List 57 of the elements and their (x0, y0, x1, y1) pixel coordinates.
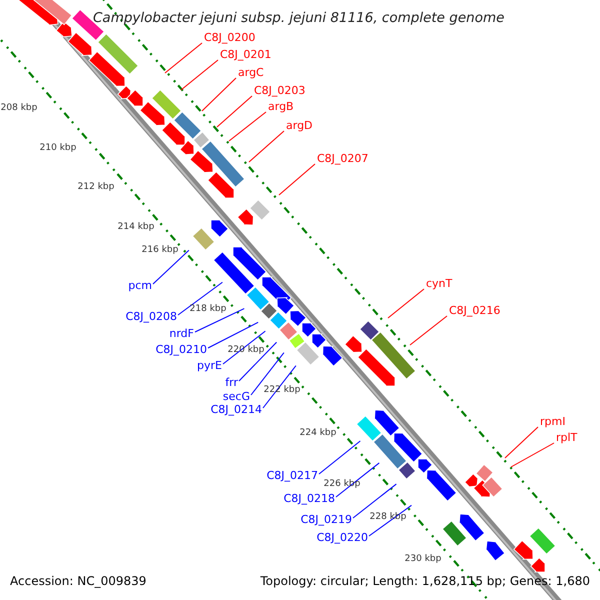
leader-line (216, 96, 252, 128)
gene-label: C8J_0210 (156, 342, 207, 358)
leader-line (388, 288, 424, 318)
leader-line (278, 164, 316, 196)
scale-label: 230 kbp (404, 553, 442, 565)
gene-label: argD (286, 118, 313, 134)
gene-label: C8J_0200 (204, 30, 256, 46)
gene-label: cynT (426, 276, 452, 292)
leader-line (164, 42, 202, 74)
diagram-title: Campylobacter jejuni subsp. jejuni 81116, complete genome (93, 9, 504, 27)
gene-label: rplT (556, 430, 578, 446)
gene-label: C8J_0207 (317, 151, 368, 167)
gene-label: C8J_0218 (284, 491, 335, 507)
gene-label: pcm (128, 278, 152, 294)
gene-label: C8J_0203 (254, 83, 306, 99)
leader-line (194, 308, 245, 332)
gene-label: pyrE (197, 358, 222, 374)
gene-label: C8J_0219 (300, 512, 352, 528)
gene-label: rpmI (540, 414, 566, 430)
scale-label: 216 kbp (142, 244, 178, 256)
leader-line (248, 130, 284, 162)
gene-label: argC (238, 65, 264, 81)
gene-label: frr (225, 375, 238, 391)
leader-line (262, 365, 296, 408)
genome-info-text: Topology: circular; Length: 1,628,115 bp; Genes: 1,680 (260, 573, 590, 589)
leader-line (208, 322, 259, 348)
gene-label: secG (222, 389, 250, 405)
gene-label: C8J_0201 (220, 47, 272, 63)
leader-line (178, 282, 223, 316)
scale-label: 212 kbp (78, 181, 114, 193)
leader-line (152, 250, 190, 284)
scale-label: 210 kbp (40, 142, 76, 154)
gene-label: C8J_0214 (210, 402, 262, 418)
scale-label: 218 kbp (190, 303, 226, 315)
leader-line (202, 78, 236, 112)
leader-line (504, 426, 538, 458)
leader-line (238, 342, 278, 382)
leader-line (228, 112, 266, 142)
scale-label: 208 kbp (0, 102, 38, 114)
leader-line (336, 462, 380, 498)
leader-line (368, 504, 412, 536)
gene-label: C8J_0220 (316, 530, 368, 546)
leader-line (510, 442, 554, 468)
accession-text: Accession: NC_009839 (10, 573, 146, 589)
gene-label: C8J_0216 (449, 303, 500, 319)
leader-line (352, 484, 397, 518)
gene-label: argB (268, 99, 294, 115)
scale-label: 224 kbp (300, 427, 336, 439)
leader-line (180, 60, 218, 90)
leader-line (222, 330, 266, 364)
leader-line (318, 440, 361, 474)
gene-label: nrdF (169, 326, 194, 342)
gene-label: C8J_0217 (266, 468, 318, 484)
leader-line (410, 316, 448, 346)
gene-label: C8J_0208 (126, 309, 177, 325)
scale-label: 214 kbp (118, 221, 154, 233)
leader-line (250, 352, 284, 396)
